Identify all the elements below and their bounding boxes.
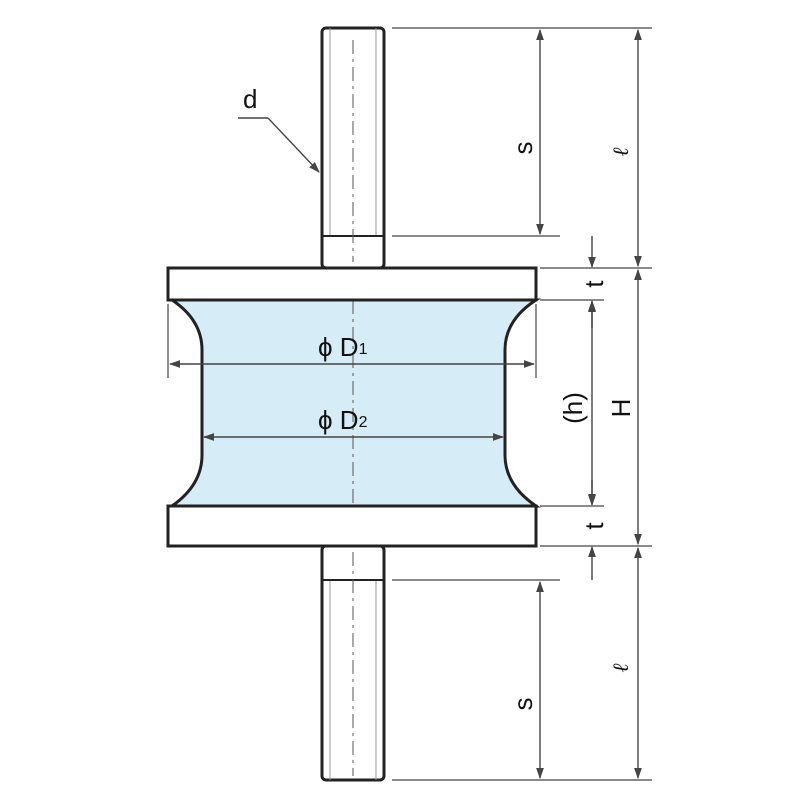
d2-label: ϕ D2 bbox=[318, 405, 368, 435]
l-top-label: ℓ bbox=[609, 147, 634, 157]
dimension-H: H bbox=[606, 268, 642, 546]
dimension-s: s s bbox=[508, 28, 544, 780]
l-bottom-label: ℓ bbox=[609, 663, 634, 673]
dimension-t: t t bbox=[579, 236, 609, 580]
d-leader-arrow bbox=[267, 117, 320, 173]
H-label: H bbox=[606, 399, 636, 418]
d1-label: ϕ D1 bbox=[318, 332, 368, 362]
dimension-d: d bbox=[238, 84, 320, 173]
top-plate bbox=[166, 266, 538, 302]
rubber-body bbox=[167, 298, 542, 508]
dimension-D2: ϕ D2 bbox=[202, 405, 505, 441]
s-bottom-label: s bbox=[508, 698, 538, 711]
extension-lines bbox=[392, 27, 652, 781]
t-bottom-label: t bbox=[579, 522, 609, 530]
h-label: (h) bbox=[558, 392, 588, 424]
d-label: d bbox=[243, 84, 257, 114]
dimension-D1: ϕ D1 bbox=[167, 304, 537, 378]
s-top-label: s bbox=[508, 142, 538, 155]
bottom-plate bbox=[166, 504, 538, 548]
top-stud bbox=[320, 26, 386, 270]
t-top-label: t bbox=[579, 280, 609, 288]
dimension-h: (h) bbox=[558, 300, 596, 506]
dimension-l: ℓ ℓ bbox=[609, 28, 642, 780]
bottom-stud bbox=[320, 544, 386, 782]
